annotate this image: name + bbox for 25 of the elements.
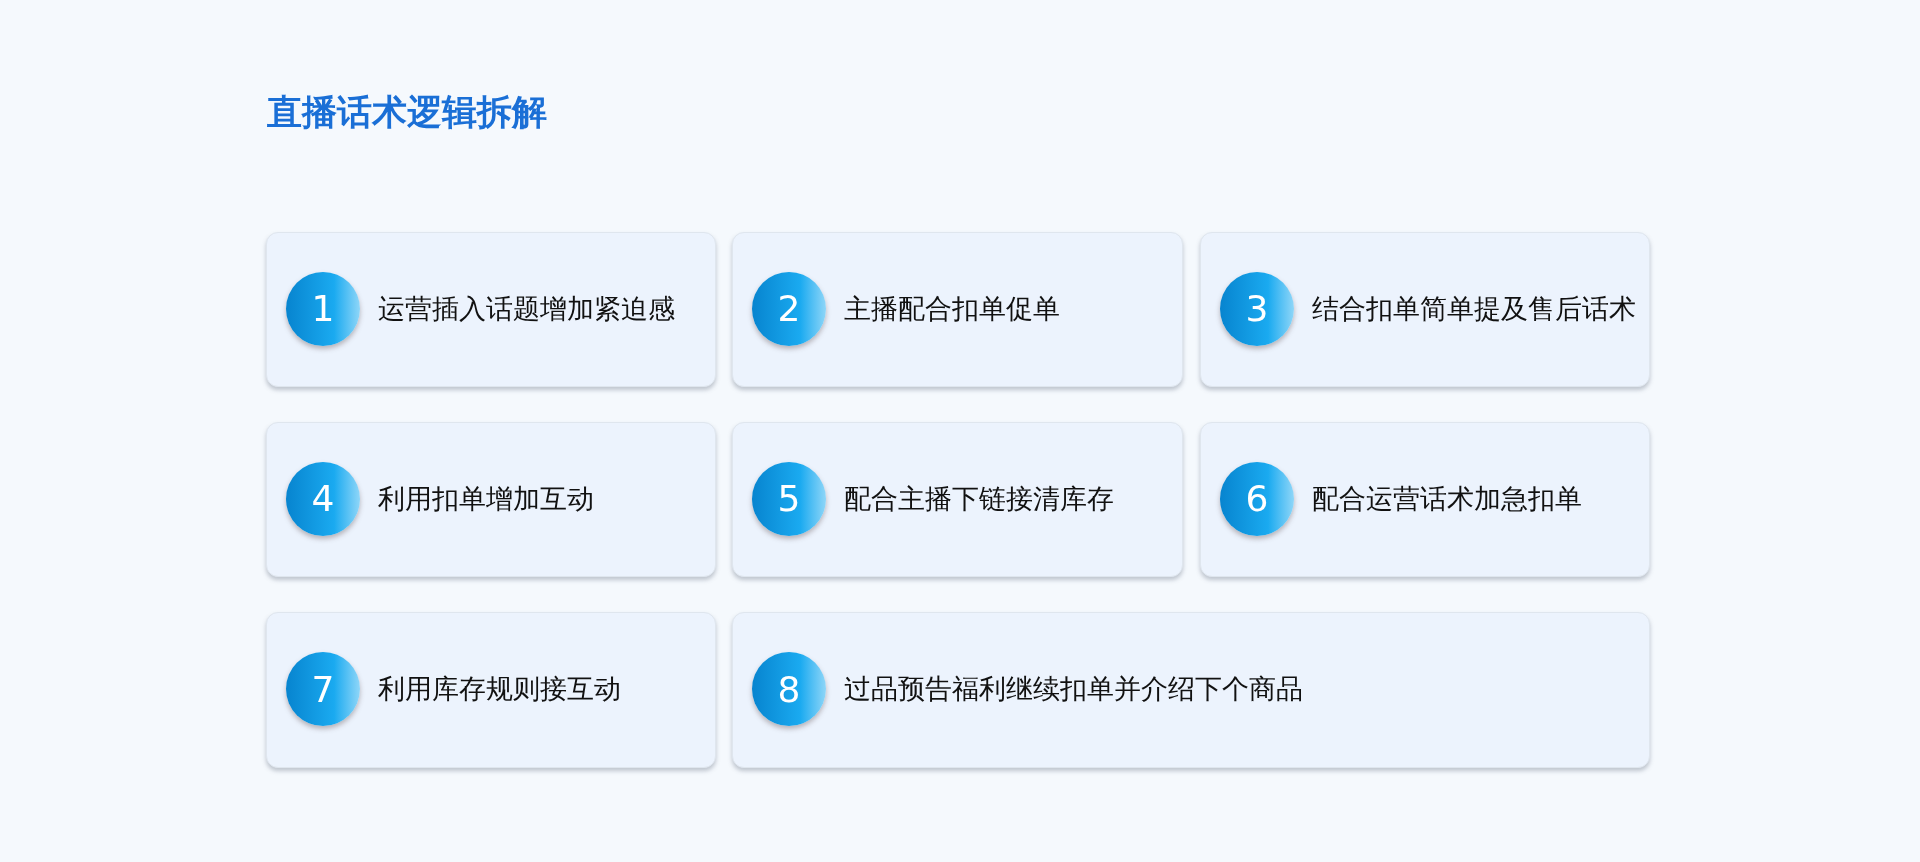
step-card	[1200, 232, 1650, 387]
step-text: 利用库存规则接互动	[378, 672, 621, 706]
step-card	[732, 612, 1650, 768]
number-circle: 2	[752, 271, 826, 346]
step-text: 利用扣单增加互动	[378, 481, 594, 516]
number-circle: 8	[752, 652, 826, 726]
number-circle: 3	[1220, 271, 1294, 346]
step-text: 运营插入话题增加紧迫感	[378, 291, 675, 326]
step-text: 配合运营话术加急扣单	[1312, 481, 1582, 516]
number-circle: 6	[1220, 461, 1294, 536]
title: 直播话术逻辑拆解	[267, 91, 547, 134]
step-card	[266, 612, 716, 768]
step-text: 主播配合扣单促单	[844, 291, 1060, 326]
step-text: 结合扣单简单提及售后话术	[1312, 291, 1636, 326]
step-card	[1200, 422, 1650, 577]
number-circle: 4	[286, 461, 360, 536]
step-text: 配合主播下链接清库存	[844, 481, 1114, 516]
number-circle: 1	[286, 271, 360, 346]
step-card	[266, 232, 716, 387]
number-circle: 7	[286, 652, 360, 726]
step-text: 过品预告福利继续扣单并介绍下个商品	[844, 672, 1303, 706]
step-card	[732, 232, 1183, 387]
number-circle: 5	[752, 461, 826, 536]
step-card	[266, 422, 716, 577]
step-card	[732, 422, 1183, 577]
